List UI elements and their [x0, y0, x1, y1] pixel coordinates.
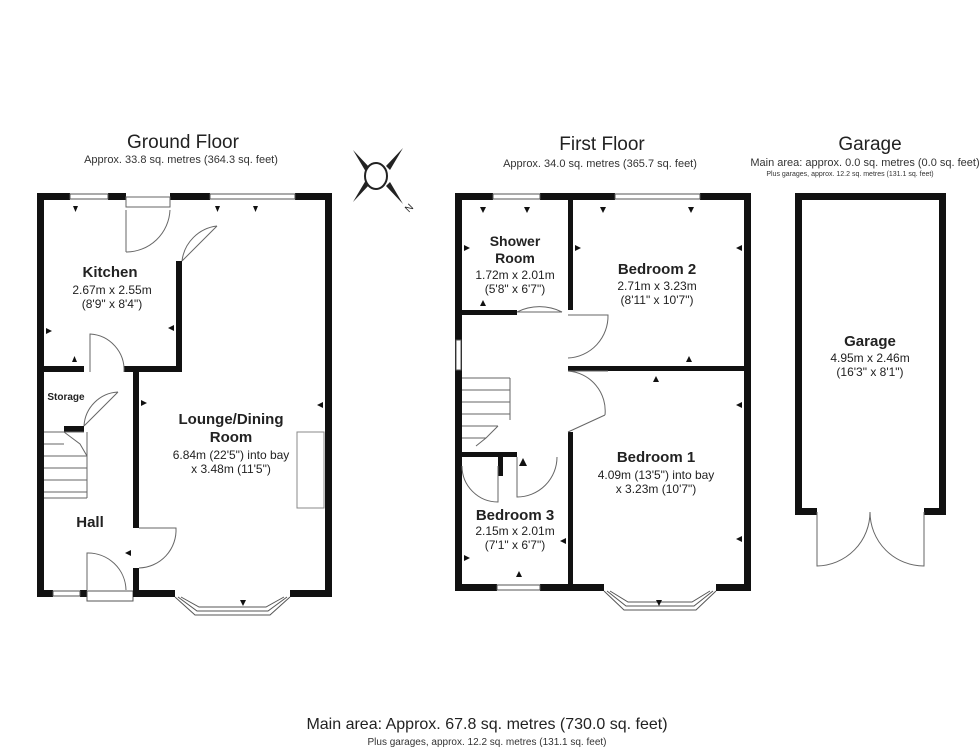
shower-room-dim-metric: 1.72m x 2.01m — [475, 268, 554, 282]
ground-floor-title: Ground Floor — [127, 132, 240, 153]
compass-icon: N — [353, 148, 416, 215]
footer-main-area: Main area: Approx. 67.8 sq. metres (730.… — [306, 716, 667, 733]
bedroom-2-label: Bedroom 2 — [618, 261, 696, 278]
kitchen-label: Kitchen — [82, 264, 137, 281]
bedroom-1-label: Bedroom 1 — [617, 449, 695, 466]
lounge-label-line1: Lounge/Dining — [179, 411, 284, 428]
first-floor-title: First Floor — [559, 134, 645, 155]
first-floor-area: Approx. 34.0 sq. metres (365.7 sq. feet) — [503, 158, 697, 170]
bedroom-2-dim-metric: 2.71m x 3.23m — [617, 279, 696, 293]
garage-plan: Garage 4.95m x 2.46m (16'3" x 8'1") — [795, 193, 946, 567]
garage-section-title: Garage — [838, 134, 901, 155]
kitchen-dim-metric: 2.67m x 2.55m — [72, 283, 151, 297]
ground-floor-plan: Kitchen 2.67m x 2.55m (8'9" x 8'4") Stor… — [37, 193, 332, 616]
bedroom-2-dim-imperial: (8'11" x 10'7") — [621, 293, 694, 307]
kitchen-dim-imperial: (8'9" x 8'4") — [82, 297, 142, 311]
hall-label: Hall — [76, 514, 104, 531]
bedroom-1-dim-line2: x 3.23m (10'7") — [616, 482, 697, 496]
shower-room-label-line2: Room — [495, 250, 535, 266]
garage-label: Garage — [844, 333, 896, 350]
lounge-dim-line2: x 3.48m (11'5") — [191, 462, 271, 476]
garage-section-area-small: Plus garages, approx. 12.2 sq. metres (1… — [766, 171, 933, 178]
storage-label: Storage — [47, 392, 85, 403]
lounge-dim-line1: 6.84m (22'5") into bay — [173, 448, 290, 462]
bedroom-3-dim-metric: 2.15m x 2.01m — [475, 524, 554, 538]
lounge-label-line2: Room — [210, 429, 253, 446]
compass-north-letter: N — [403, 202, 416, 215]
bedroom-1-dim-line1: 4.09m (13'5") into bay — [598, 468, 715, 482]
ground-floor-area: Approx. 33.8 sq. metres (364.3 sq. feet) — [84, 154, 278, 166]
bedroom-3-label: Bedroom 3 — [476, 507, 554, 524]
bedroom-3-dim-imperial: (7'1" x 6'7") — [485, 538, 545, 552]
garage-dim-metric: 4.95m x 2.46m — [830, 351, 909, 365]
first-floor-plan: Shower Room 1.72m x 2.01m (5'8" x 6'7") … — [455, 193, 751, 611]
footer-garage-area: Plus garages, approx. 12.2 sq. metres (1… — [367, 737, 606, 748]
shower-room-label-line1: Shower — [490, 233, 541, 249]
garage-section-area: Main area: approx. 0.0 sq. metres (0.0 s… — [750, 157, 979, 169]
garage-dim-imperial: (16'3" x 8'1") — [836, 365, 903, 379]
shower-room-dim-imperial: (5'8" x 6'7") — [485, 282, 545, 296]
